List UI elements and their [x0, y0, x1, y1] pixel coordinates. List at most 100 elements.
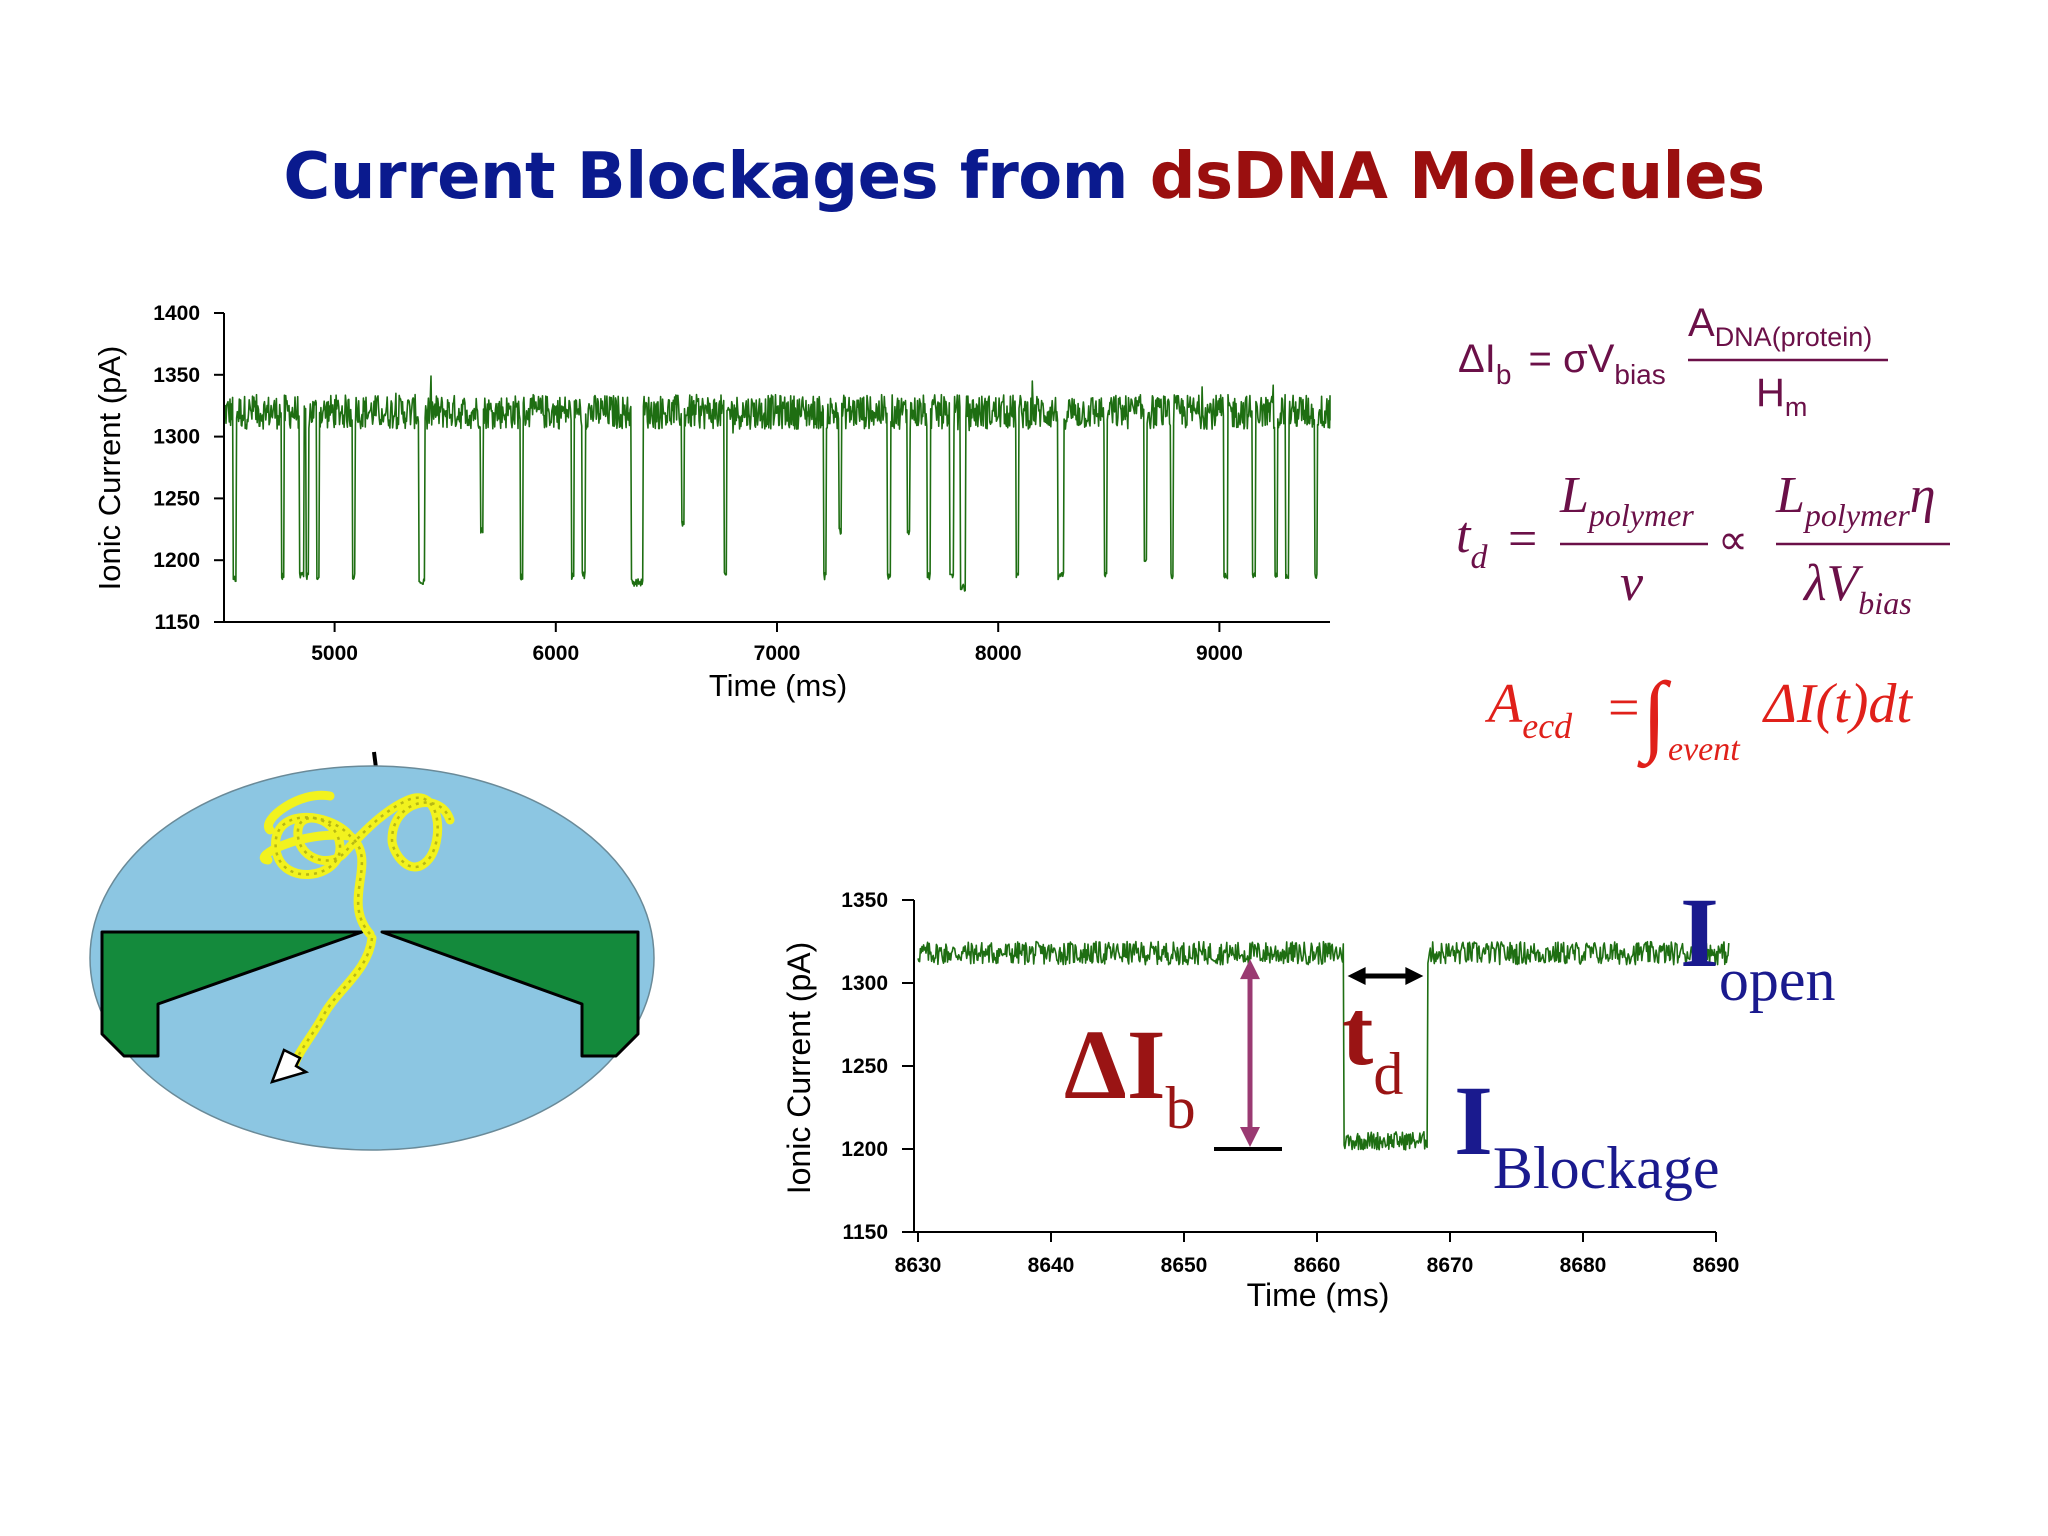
eq2-num2-sub: polymer	[1803, 497, 1910, 533]
x-tick-label: 8000	[975, 642, 1022, 665]
svg-text:ADNA(protein): ADNA(protein)	[1688, 301, 1872, 352]
svg-text:Aecd: Aecd	[1484, 673, 1573, 746]
eq3-body: ΔI(t)dt	[1762, 673, 1913, 735]
x-ticks: 5000 6000 7000 8000 9000	[311, 622, 1243, 665]
y-tick-label: 1300	[153, 426, 200, 449]
x-axis-label: Time (ms)	[709, 668, 847, 703]
eq1-eq: = σV	[1517, 337, 1614, 381]
arrow-up-icon	[1240, 959, 1260, 980]
eq2-num1: L	[1559, 467, 1589, 524]
y-ticks-zoom: 1150 1200 1250 1300 1350	[841, 889, 914, 1244]
eq2-lhs: t	[1456, 507, 1472, 564]
eq1-lhs-sub: b	[1496, 359, 1512, 390]
eq2-den2-sub: bias	[1858, 585, 1911, 621]
current-trace-line	[223, 375, 1331, 592]
x-tick-label-zoom: 8660	[1294, 1254, 1341, 1277]
dna-strand-texture	[274, 796, 452, 1067]
label-iblock: I	[1454, 1065, 1493, 1176]
delta-ib-arrow	[1240, 959, 1260, 1147]
y-ticks: 1150 1200 1250 1300 1350 1400	[153, 302, 224, 634]
arrow-left-icon	[1347, 967, 1366, 985]
title-part-red: dsDNA Molecules	[1149, 140, 1765, 214]
x-tick-label-zoom: 8640	[1028, 1254, 1075, 1277]
x-axis-label-zoom: Time (ms)	[1247, 1277, 1390, 1313]
y-tick-label: 1250	[153, 487, 200, 510]
nanopore-schematic	[89, 751, 655, 1151]
eq1-v-sub: bias	[1614, 359, 1665, 390]
x-tick-label-zoom: 8690	[1693, 1254, 1740, 1277]
membrane-right	[380, 930, 640, 1058]
dna-strand	[259, 790, 455, 1071]
eq2-prop: ∝	[1718, 518, 1748, 564]
label-iopen: I	[1680, 877, 1719, 988]
svg-text:ΔIb = σVbias: ΔIb = σVbias	[1458, 337, 1666, 390]
y-tick-label: 1150	[154, 611, 200, 634]
y-tick-label: 1350	[153, 364, 200, 387]
x-tick-label-zoom: 8670	[1427, 1254, 1474, 1277]
x-tick-label-zoom: 8630	[895, 1254, 942, 1277]
eq3-eq: =	[1608, 677, 1640, 739]
label-td: t	[1342, 981, 1373, 1085]
eq2-den1: v	[1620, 555, 1644, 612]
eq2-eq: =	[1508, 511, 1537, 568]
svg-text:Lpolymer: Lpolymer	[1559, 467, 1694, 533]
label-iblock-sub: Blockage	[1493, 1135, 1720, 1201]
trace-series-zoom	[917, 940, 1730, 1151]
label-iopen-sub: open	[1719, 947, 1836, 1013]
title-part-blue: Current Blockages from	[283, 140, 1150, 214]
trace-series	[223, 375, 1331, 592]
arrow-down-icon	[1240, 1127, 1260, 1147]
membrane-left	[100, 930, 364, 1058]
y-axis-label-zoom: Ionic Current (pA)	[781, 942, 817, 1195]
svg-text:Iopen: Iopen	[1680, 877, 1836, 1013]
arrow-right-icon	[1405, 967, 1424, 985]
svg-text:td: td	[1342, 981, 1403, 1107]
svg-text:IBlockage: IBlockage	[1454, 1065, 1720, 1201]
label-td-sub: d	[1373, 1041, 1403, 1107]
x-tick-label: 9000	[1196, 642, 1243, 665]
y-tick-label: 1400	[153, 302, 200, 325]
svg-text:Lpolymerη: Lpolymerη	[1775, 467, 1936, 533]
translocation-arrow-icon	[269, 1048, 310, 1084]
x-tick-label-zoom: 8680	[1560, 1254, 1607, 1277]
y-axis-label: Ionic Current (pA)	[92, 346, 127, 591]
slide-title: Current Blockages from dsDNA Molecules	[0, 140, 2048, 214]
svg-text:Hm: Hm	[1756, 371, 1807, 422]
eq3-int-sub: event	[1668, 731, 1741, 768]
equation-aecd: Aecd = ∫ event ΔI(t)dt	[1484, 665, 1913, 769]
eq3-integral: ∫	[1637, 665, 1672, 769]
chart-full-trace: 1150 1200 1250 1300 1350 1400 5000 6000 7000 800…	[92, 302, 1331, 703]
y-tick-label: 1200	[153, 549, 200, 572]
eq2-lhs-sub: d	[1470, 539, 1488, 576]
y-tick-label-zoom: 1200	[841, 1138, 888, 1161]
x-tick-label: 7000	[754, 642, 801, 665]
eq1-num-sub: DNA(protein)	[1715, 322, 1873, 352]
eq1-num: A	[1688, 301, 1715, 345]
svg-text:ΔIb: ΔIb	[1064, 1009, 1196, 1141]
y-tick-label-zoom: 1150	[842, 1221, 888, 1244]
eq1-den-sub: m	[1785, 392, 1808, 422]
eq1-den: H	[1756, 371, 1785, 415]
dwell-time-arrow	[1347, 967, 1424, 985]
x-tick-label: 6000	[532, 642, 579, 665]
svg-text:td: td	[1456, 507, 1488, 576]
y-tick-label-zoom: 1300	[841, 972, 888, 995]
eq3-lhs: A	[1484, 673, 1523, 735]
eq2-den2: λV	[1802, 555, 1864, 612]
x-tick-label: 5000	[311, 642, 358, 665]
y-tick-label-zoom: 1250	[841, 1055, 888, 1078]
eq3-lhs-sub: ecd	[1522, 706, 1573, 746]
equation-delta-ib: ΔIb = σVbias ADNA(protein) Hm	[1458, 301, 1888, 422]
equation-td: td = Lpolymer v ∝ Lpolymerη λVbias	[1456, 467, 1950, 621]
eq1-lhs: ΔI	[1458, 337, 1496, 381]
label-delta-ib: ΔI	[1064, 1009, 1166, 1120]
eq2-num1-sub: polymer	[1587, 497, 1694, 533]
svg-text:λVbias: λVbias	[1802, 555, 1912, 621]
eq2-num2: L	[1775, 467, 1805, 524]
solution-ellipse	[89, 765, 655, 1151]
y-tick-label-zoom: 1350	[841, 889, 888, 912]
